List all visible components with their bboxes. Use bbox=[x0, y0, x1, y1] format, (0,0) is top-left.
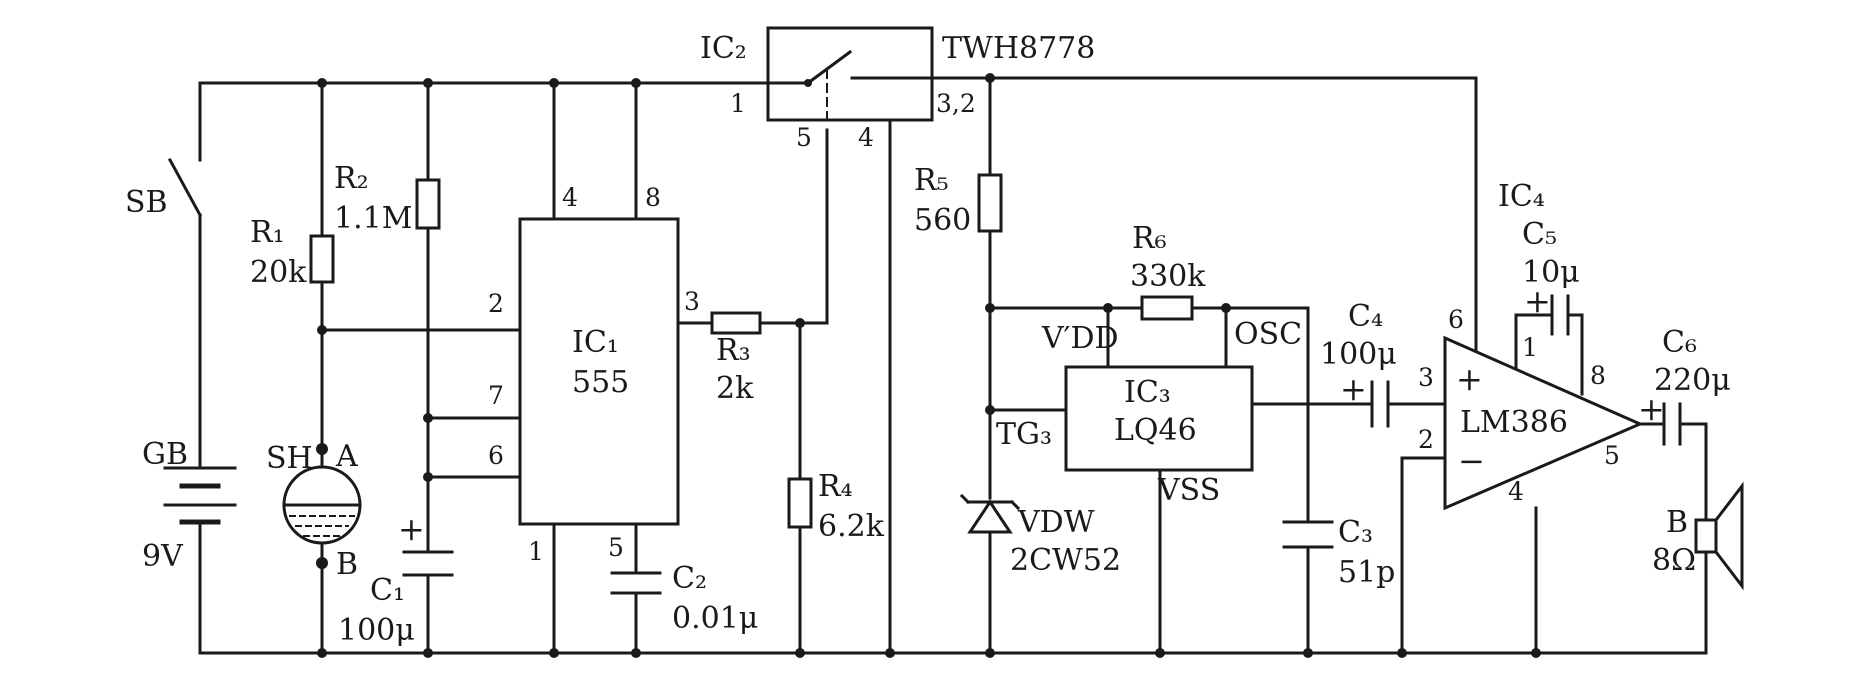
label-r5: R₅ bbox=[914, 163, 949, 198]
label-amp-pin8: 8 bbox=[1590, 361, 1606, 390]
label-ic1-pin8: 8 bbox=[645, 183, 661, 212]
junction-dots bbox=[317, 73, 1541, 658]
label-amp-pin1: 1 bbox=[1522, 333, 1538, 362]
capacitor-c2 bbox=[610, 571, 662, 595]
label-amp-pin6: 6 bbox=[1448, 305, 1464, 334]
label-ic4: IC₄ bbox=[1498, 179, 1545, 214]
battery-gb bbox=[163, 466, 237, 532]
label-9v: 9V bbox=[142, 539, 184, 574]
label-ic1-pin2: 2 bbox=[488, 289, 504, 318]
label-c4: C₄ bbox=[1348, 299, 1383, 334]
label-c4-value: 100μ bbox=[1320, 337, 1397, 372]
capacitor-c6 bbox=[1662, 402, 1682, 446]
label-r3-value: 2k bbox=[716, 371, 754, 406]
resistor-r1 bbox=[309, 234, 335, 284]
capacitor-c5 bbox=[1550, 294, 1570, 336]
label-ic1-pin5: 5 bbox=[608, 533, 624, 562]
label-r6: R₆ bbox=[1132, 221, 1167, 256]
label-r3: R₃ bbox=[716, 333, 751, 368]
label-speaker-value: 8Ω bbox=[1652, 543, 1696, 578]
label-r2-value: 1.1M bbox=[334, 201, 412, 236]
ic3-lq46 bbox=[1064, 365, 1254, 472]
label-c2-value: 0.01μ bbox=[672, 601, 758, 636]
label-amp-minus: − bbox=[1458, 442, 1485, 480]
label-ic1-pin7: 7 bbox=[488, 381, 504, 410]
sensor-sh bbox=[282, 443, 362, 569]
zener-vdw bbox=[959, 493, 1021, 534]
label-r1: R₁ bbox=[250, 215, 285, 250]
label-speaker: B bbox=[1666, 505, 1688, 540]
capacitor-c3 bbox=[1282, 520, 1334, 549]
label-ic3-value: LQ46 bbox=[1114, 413, 1197, 448]
label-ic3: IC₃ bbox=[1124, 375, 1171, 410]
amp-lm386 bbox=[1443, 335, 1644, 511]
ic2-twh8778 bbox=[766, 26, 934, 122]
label-ic1: IC₁ bbox=[572, 325, 619, 360]
label-ic1-pin3: 3 bbox=[684, 287, 700, 316]
wires bbox=[198, 76, 1708, 655]
capacitor-c4 bbox=[1370, 380, 1390, 428]
label-gb: GB bbox=[142, 437, 188, 472]
label-r4: R₄ bbox=[818, 469, 853, 504]
speaker-b bbox=[1694, 481, 1744, 591]
label-ic2-pin5: 5 bbox=[796, 123, 812, 152]
label-c1-value: 100μ bbox=[338, 613, 415, 648]
label-c5-polarity: + bbox=[1524, 282, 1551, 320]
label-sh-a: A bbox=[335, 439, 358, 474]
label-ic1-pin4: 4 bbox=[562, 183, 578, 212]
label-c6: C₆ bbox=[1662, 325, 1697, 360]
resistor-r2 bbox=[415, 178, 441, 230]
label-ic1-pin1: 1 bbox=[528, 537, 544, 566]
label-amp-pin2: 2 bbox=[1418, 425, 1434, 454]
label-ic1-value: 555 bbox=[572, 365, 629, 400]
label-vss: VSS bbox=[1157, 473, 1220, 508]
label-tg3: TG₃ bbox=[996, 417, 1052, 452]
label-ic2-pin4: 4 bbox=[858, 123, 874, 152]
capacitor-c1 bbox=[402, 550, 454, 587]
label-ic2-pin32: 3,2 bbox=[936, 89, 976, 118]
label-twh8778: TWH8778 bbox=[942, 31, 1095, 66]
label-c1-polarity: + bbox=[398, 510, 425, 548]
label-c3-value: 51p bbox=[1338, 555, 1395, 590]
label-ic2: IC₂ bbox=[700, 31, 747, 66]
label-amp-pin3: 3 bbox=[1418, 363, 1434, 392]
label-r6-value: 330k bbox=[1130, 259, 1206, 294]
label-r4-value: 6.2k bbox=[818, 509, 885, 544]
label-c5: C₅ bbox=[1522, 217, 1557, 252]
label-ic1-pin6: 6 bbox=[488, 441, 504, 470]
label-ic2-pin1: 1 bbox=[730, 89, 746, 118]
label-amp-pin4: 4 bbox=[1508, 477, 1524, 506]
label-c6-value: 220μ bbox=[1654, 363, 1731, 398]
label-c6-polarity: + bbox=[1638, 390, 1665, 428]
label-vdw: VDW bbox=[1017, 505, 1095, 540]
label-c4-polarity: + bbox=[1340, 370, 1367, 408]
resistor-r3 bbox=[710, 311, 762, 335]
resistor-r6 bbox=[1140, 295, 1194, 321]
label-sh-b: B bbox=[336, 547, 358, 582]
label-r1-value: 20k bbox=[250, 255, 307, 290]
label-c5-value: 10μ bbox=[1522, 255, 1580, 290]
label-r2: R₂ bbox=[334, 161, 369, 196]
label-lm386: LM386 bbox=[1460, 405, 1568, 440]
switch-sb bbox=[167, 157, 203, 222]
labels: IC₂ TWH8778 1 3,2 5 4 SB GB 9V R₁ 20k R₂… bbox=[125, 31, 1731, 648]
label-sb: SB bbox=[125, 185, 168, 220]
label-r5-value: 560 bbox=[914, 203, 971, 238]
label-c3: C₃ bbox=[1338, 515, 1373, 550]
label-c1: C₁ bbox=[370, 573, 405, 608]
resistor-r4 bbox=[787, 477, 813, 529]
label-amp-plus: + bbox=[1456, 360, 1483, 398]
label-osc: OSC bbox=[1234, 317, 1302, 352]
label-vdd: V′DD bbox=[1041, 321, 1119, 356]
label-sh: SH bbox=[266, 441, 313, 476]
resistor-r5 bbox=[977, 173, 1003, 233]
label-c2: C₂ bbox=[672, 561, 707, 596]
label-amp-pin5: 5 bbox=[1604, 441, 1620, 470]
label-vdw-value: 2CW52 bbox=[1010, 543, 1121, 578]
ic1-555 bbox=[518, 217, 680, 526]
